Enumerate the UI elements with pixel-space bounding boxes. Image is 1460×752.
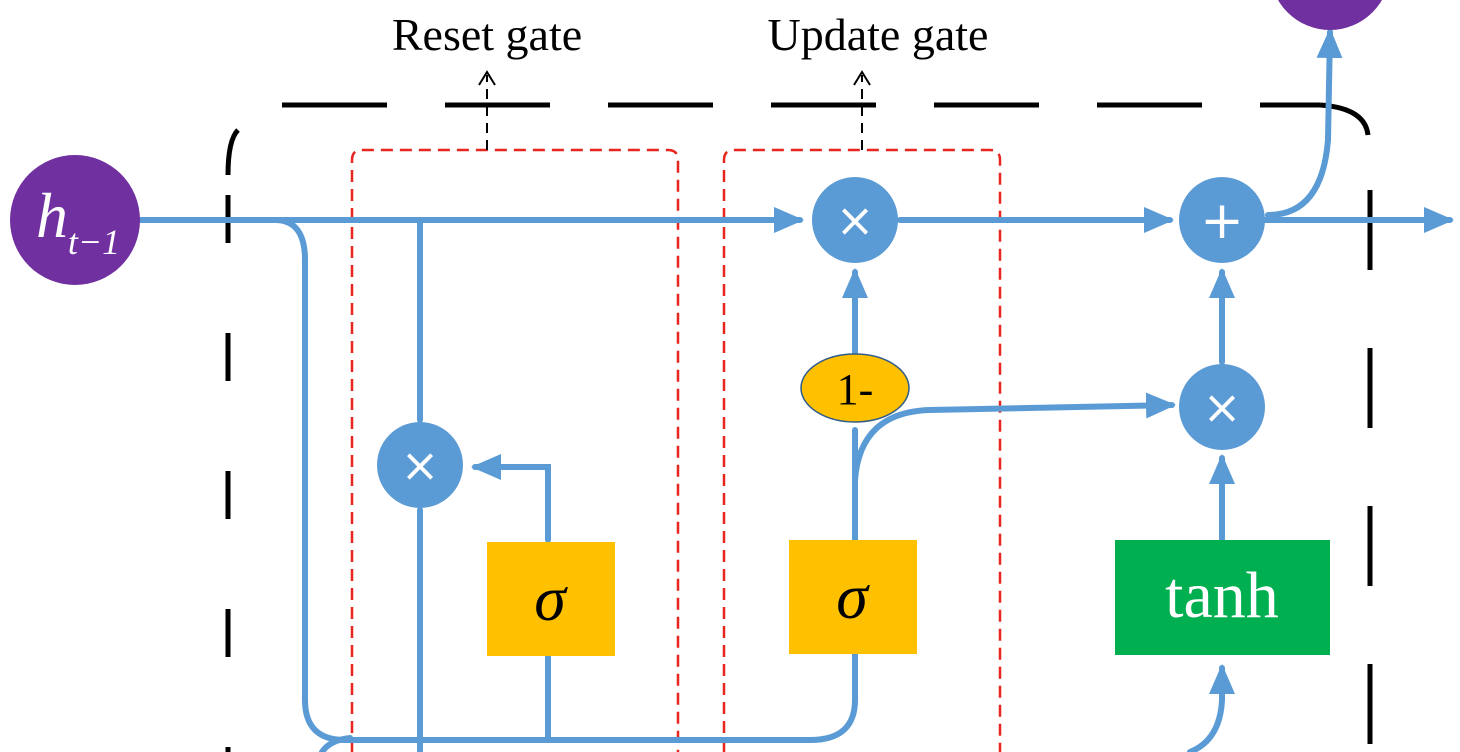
update-sigma-symbol: σ bbox=[836, 561, 870, 632]
update-multiply-symbol: × bbox=[836, 193, 875, 247]
tanh-input bbox=[1187, 664, 1235, 752]
update-gate-outline bbox=[722, 148, 1002, 752]
update-to-right-mult bbox=[852, 392, 1176, 523]
reset-gate-label: Reset gate bbox=[392, 9, 582, 60]
h-prev-branch-down bbox=[272, 217, 858, 743]
reset-sigma-to-mult bbox=[471, 454, 551, 543]
h-prev-symbol: h bbox=[36, 180, 68, 251]
reset-multiply-node: × bbox=[377, 422, 463, 508]
flow-lines bbox=[137, 28, 1454, 752]
reset-sigma-symbol: σ bbox=[534, 563, 568, 634]
tanh-box: tanh bbox=[1115, 540, 1330, 655]
update-sigma-box: σ bbox=[789, 540, 917, 654]
bottom-left-curl bbox=[319, 735, 353, 752]
output-up-branch bbox=[1265, 28, 1343, 218]
gate-outlines bbox=[350, 148, 1002, 752]
tanh-label: tanh bbox=[1165, 559, 1279, 632]
reset-sigma-box: σ bbox=[487, 542, 615, 656]
one-minus-label: 1- bbox=[837, 365, 874, 414]
update-multiply-node: × bbox=[812, 177, 898, 263]
h-prev-node: h t−1 bbox=[10, 155, 140, 285]
gate-pointers bbox=[478, 70, 871, 150]
h-prev-subscript: t−1 bbox=[68, 222, 120, 262]
add-node: + bbox=[1179, 177, 1265, 263]
h-out-node bbox=[1278, 0, 1382, 30]
add-symbol: + bbox=[1200, 191, 1244, 251]
reset-multiply-symbol: × bbox=[401, 438, 440, 492]
candidate-multiply-node: × bbox=[1179, 364, 1265, 450]
frame-top-left-corner bbox=[225, 128, 240, 176]
candidate-multiply-symbol: × bbox=[1203, 380, 1242, 434]
one-minus-node: 1- bbox=[800, 353, 910, 423]
reset-gate-outline bbox=[350, 148, 680, 752]
update-gate-label: Update gate bbox=[768, 9, 989, 60]
